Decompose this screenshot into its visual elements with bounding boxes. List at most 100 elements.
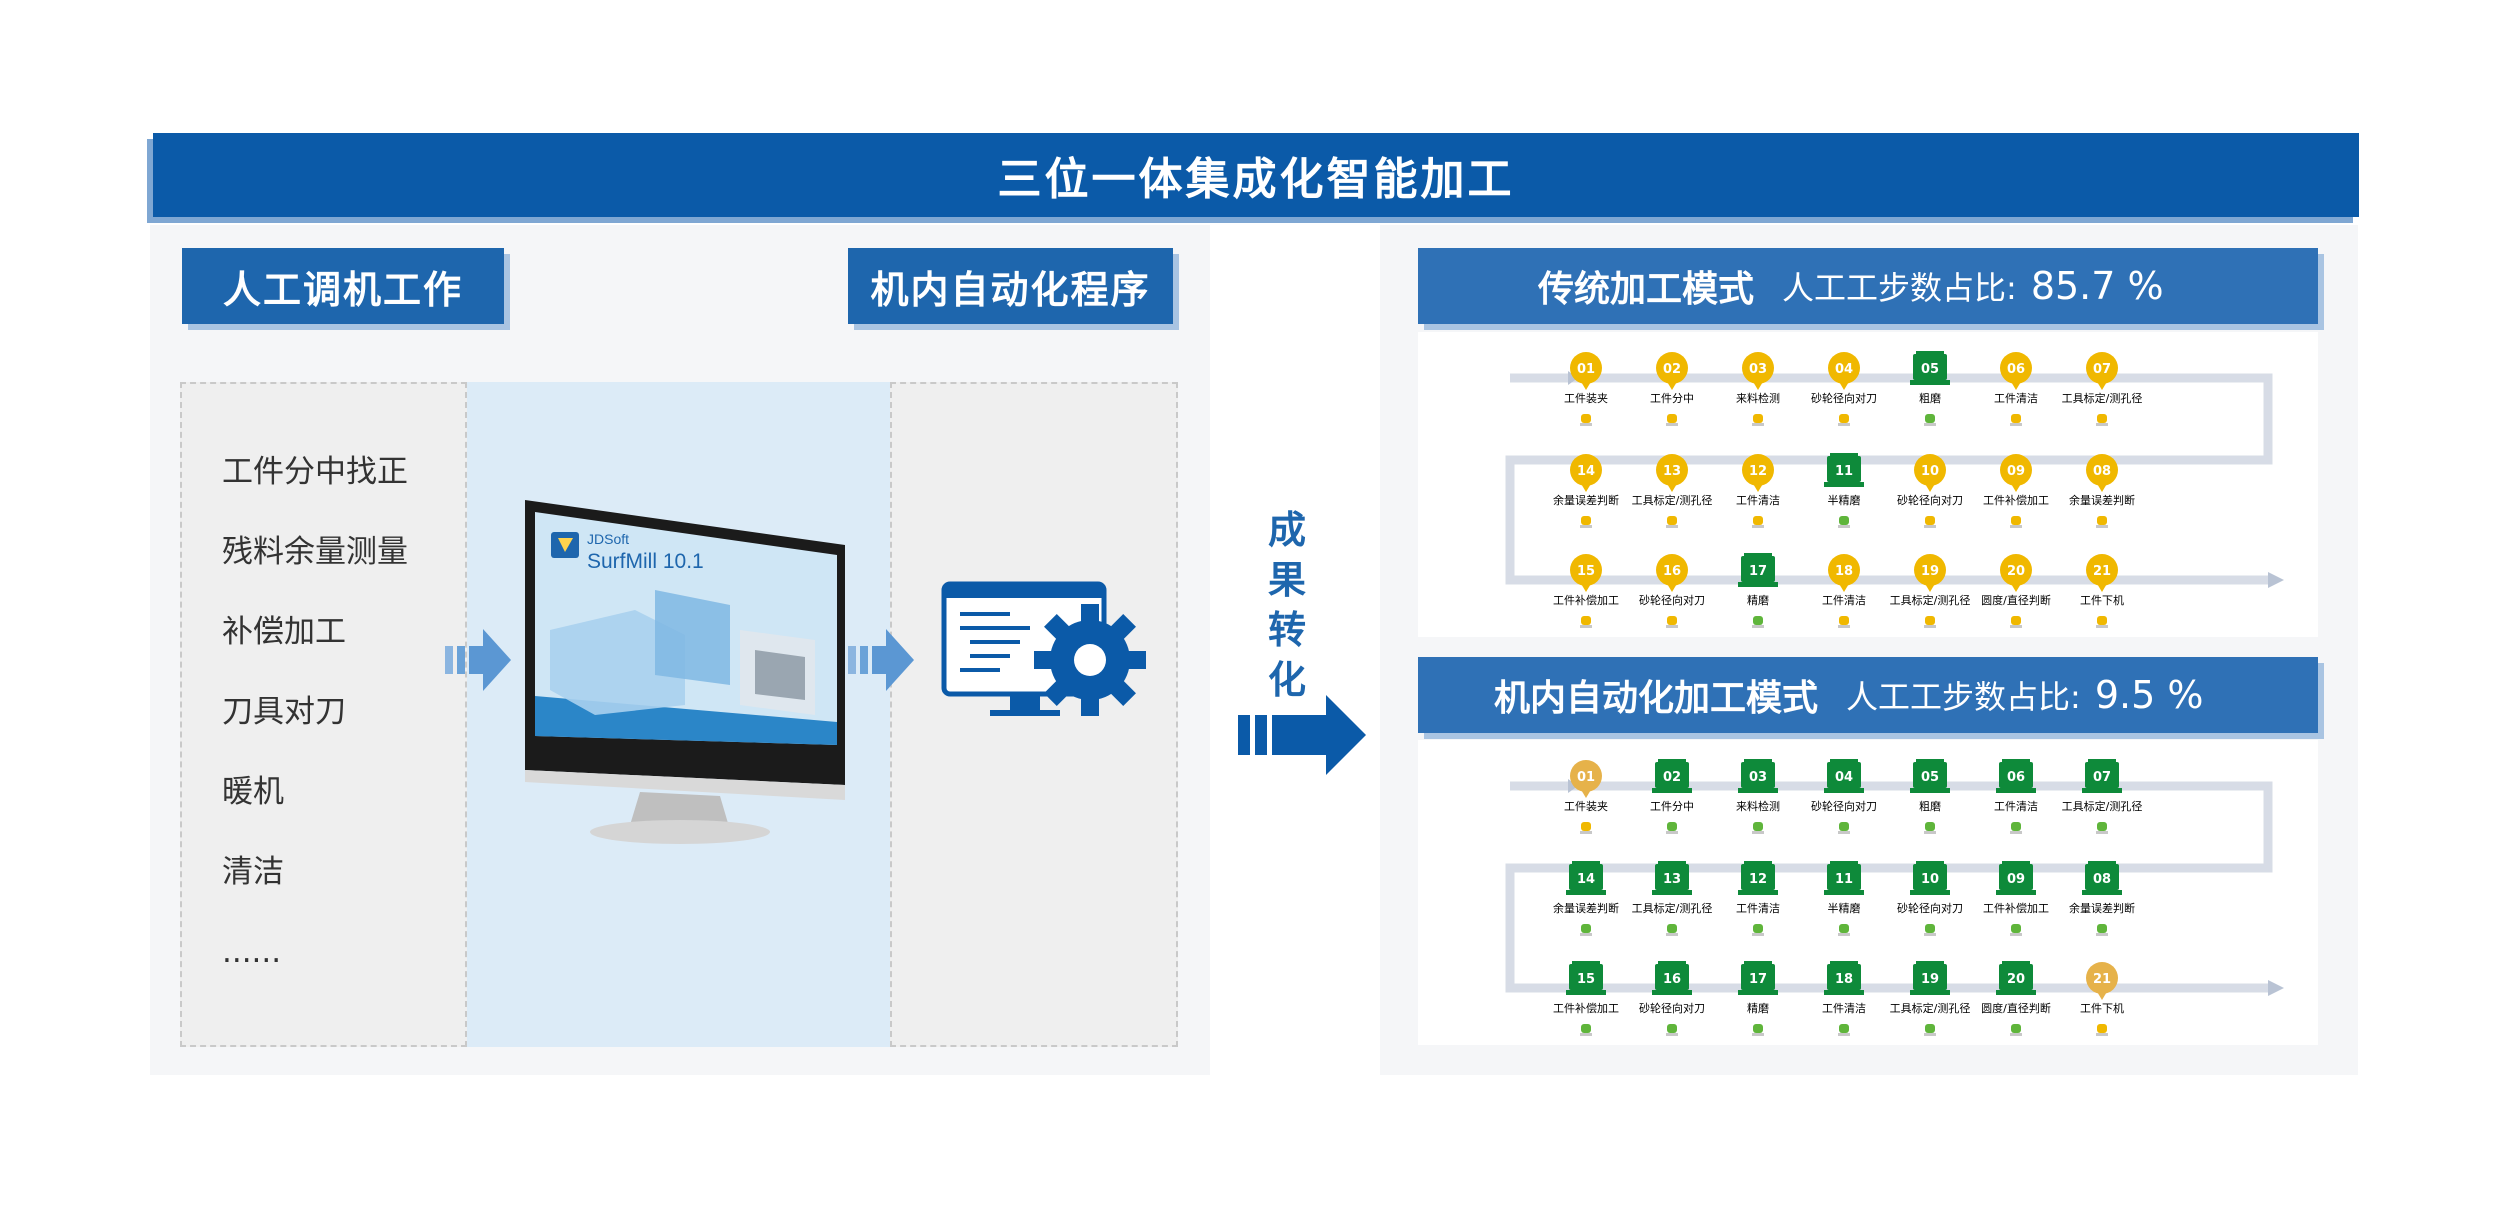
status-indicator-icon <box>2097 414 2107 423</box>
machine-base-icon <box>1996 788 2036 793</box>
marker-tail-icon <box>2096 582 2108 592</box>
indicator-base-icon <box>1666 1033 1678 1036</box>
machine-marker-icon <box>1741 864 1775 890</box>
program-code-gear-icon <box>941 581 1146 716</box>
marker-tail-icon <box>1666 582 1678 592</box>
marker-tail-icon <box>2096 482 2108 492</box>
indicator-base-icon <box>1580 1033 1592 1036</box>
traditional-mode-title: 传统加工模式 <box>1538 269 1755 310</box>
task-item: 清洁 <box>222 854 284 890</box>
step-number: 06 <box>2007 770 2025 785</box>
step-label: 砂轮径向对刀 <box>1639 1001 1705 1015</box>
status-indicator-icon <box>1839 516 1849 525</box>
machine-top-icon <box>1744 759 1772 763</box>
step-number: 08 <box>2093 872 2111 887</box>
step-number: 13 <box>1663 464 1681 479</box>
automated-mode-title: 机内自动化加工模式 <box>1494 678 1819 719</box>
manual-task-column <box>180 382 467 1047</box>
machine-marker-icon <box>1741 762 1775 788</box>
task-item: 残料余量测量 <box>222 534 408 570</box>
indicator-base-icon <box>2096 1033 2108 1036</box>
step-label: 工件装夹 <box>1564 800 1608 813</box>
indicator-base-icon <box>1924 1033 1936 1036</box>
step-number: 08 <box>2093 464 2111 479</box>
worker-marker-icon <box>1742 454 1774 486</box>
marker-tail-icon <box>1580 380 1592 390</box>
status-indicator-icon <box>1753 414 1763 423</box>
step-label: 工件清洁 <box>1994 800 2038 813</box>
worker-marker-icon <box>1570 760 1602 792</box>
machine-base-icon <box>1910 788 1950 793</box>
marker-tail-icon <box>1580 582 1592 592</box>
status-indicator-icon <box>1753 616 1763 625</box>
indicator-base-icon <box>2096 933 2108 936</box>
indicator-base-icon <box>2096 625 2108 628</box>
step-label: 余量误差判断 <box>1553 493 1619 507</box>
automated-ratio-value: 9.5 % <box>2094 673 2204 717</box>
machine-base-icon <box>2082 788 2122 793</box>
step-label: 工件下机 <box>2080 593 2124 607</box>
status-indicator-icon <box>2011 822 2021 831</box>
status-indicator-icon <box>1581 516 1591 525</box>
status-indicator-icon <box>2011 516 2021 525</box>
trad-track-turn2 <box>1505 455 1558 585</box>
worker-marker-icon <box>2000 554 2032 586</box>
task-item: 暖机 <box>222 774 284 810</box>
machine-base-icon <box>1738 582 1778 587</box>
step-label: 砂轮径向对刀 <box>1897 901 1963 915</box>
worker-marker-icon <box>1742 352 1774 384</box>
manual-work-tag: 人工调机工作 <box>182 248 504 324</box>
worker-marker-icon <box>1570 554 1602 586</box>
auto-start-arrow-icon <box>1568 779 1578 793</box>
indicator-base-icon <box>1838 625 1850 628</box>
step-number: 09 <box>2007 872 2025 887</box>
traditional-flow-chart: 01工件装夹02工件分中03来料检测04砂轮径向对刀05粗磨06工件清洁07工具… <box>1505 351 2284 628</box>
indicator-base-icon <box>1924 525 1936 528</box>
machine-marker-icon <box>1827 762 1861 788</box>
step-label: 砂轮径向对刀 <box>1811 391 1877 405</box>
worker-marker-icon <box>2086 352 2118 384</box>
worker-marker-icon <box>1570 352 1602 384</box>
machine-top-icon <box>2088 861 2116 865</box>
result-conversion-label: 成果转化 <box>1267 508 1306 702</box>
machine-marker-icon <box>1655 964 1689 990</box>
step-label: 工件分中 <box>1650 392 1694 405</box>
manual-work-label: 人工调机工作 <box>222 267 463 312</box>
machine-marker-icon <box>1827 456 1861 482</box>
machine-top-icon <box>1572 861 1600 865</box>
step-label: 工具标定/测孔径 <box>1632 901 1713 915</box>
status-indicator-icon <box>1925 1024 1935 1033</box>
step-label: 工具标定/测孔径 <box>1890 1001 1971 1015</box>
machine-base-icon <box>1824 890 1864 895</box>
step-label: 来料检测 <box>1736 391 1780 405</box>
machine-top-icon <box>1830 453 1858 457</box>
indicator-base-icon <box>1580 423 1592 426</box>
status-indicator-icon <box>1667 516 1677 525</box>
indicator-base-icon <box>2010 625 2022 628</box>
marker-tail-icon <box>2096 380 2108 390</box>
indicator-base-icon <box>1838 831 1850 834</box>
machine-base-icon <box>1738 890 1778 895</box>
machine-base-icon <box>1996 990 2036 995</box>
step-number: 10 <box>1921 872 1939 887</box>
step-number: 05 <box>1921 770 1939 785</box>
indicator-base-icon <box>1752 423 1764 426</box>
status-indicator-icon <box>1581 616 1591 625</box>
step-label: 半精磨 <box>1828 901 1861 915</box>
marker-tail-icon <box>1838 582 1850 592</box>
step-label: 工件补偿加工 <box>1553 1001 1619 1015</box>
arrow-right-icon <box>848 629 914 691</box>
automated-ratio-label: 人工工步数占比: <box>1846 678 2081 716</box>
